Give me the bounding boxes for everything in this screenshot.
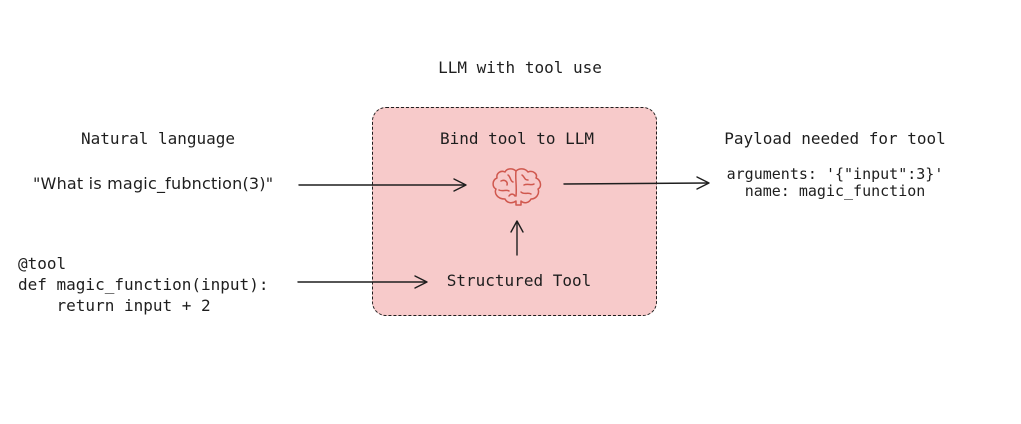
- payload-arguments: arguments: '{"input":3}': [726, 165, 944, 183]
- natural-language-header: Natural language: [80, 129, 236, 148]
- brain-icon: [492, 168, 542, 206]
- llm-box: [372, 107, 657, 316]
- arrow-brain-to-payload: [563, 176, 710, 190]
- payload-header: Payload needed for tool: [724, 129, 946, 148]
- natural-language-query: "What is magic_fubnction(3)": [33, 174, 274, 193]
- code-line-2: def magic_function(input):: [18, 275, 269, 294]
- arrow-code-to-structured-tool: [297, 275, 428, 289]
- structured-tool-label: Structured Tool: [446, 271, 592, 290]
- diagram-title: LLM with tool use: [438, 58, 602, 77]
- code-line-1: @tool: [18, 254, 67, 273]
- arrow-structured-tool-to-brain: [510, 220, 524, 256]
- arrow-query-to-brain: [298, 178, 467, 192]
- payload-name: name: magic_function: [744, 182, 926, 200]
- bind-tool-header: Bind tool to LLM: [439, 129, 595, 148]
- code-line-3: return input + 2: [18, 296, 211, 315]
